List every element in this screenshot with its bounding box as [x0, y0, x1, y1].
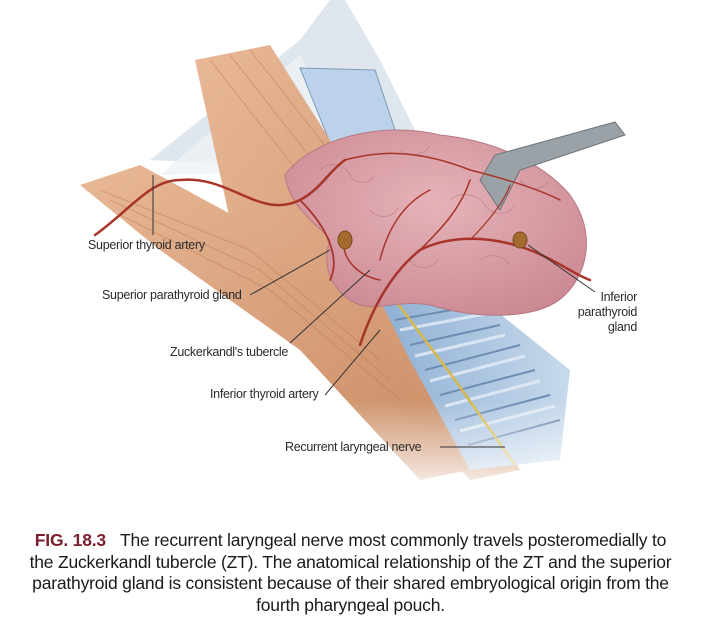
caption-line-4: fourth pharyngeal pouch.: [256, 594, 445, 615]
label-superior-parathyroid-gland: Superior parathyroid gland: [102, 288, 242, 302]
caption-line-3: parathyroid gland is consistent because …: [32, 573, 669, 593]
label-inferior-parathyroid-gland: Inferior parathyroid gland: [575, 290, 638, 335]
label-line: Inferior: [600, 290, 637, 304]
caption-line-1: FIG. 18.3 The recurrent laryngeal nerve …: [0, 530, 701, 552]
label-inferior-thyroid-artery: Inferior thyroid artery: [210, 387, 319, 401]
label-line: gland: [607, 320, 637, 334]
anatomical-illustration: Superior thyroid artery Superior parathy…: [0, 0, 701, 500]
label-recurrent-laryngeal-nerve: Recurrent laryngeal nerve: [285, 440, 422, 454]
leader-lines: [152, 175, 596, 448]
thyroid-anatomy-drawing: [0, 0, 701, 500]
label-zuckerkandl-tubercle: Zuckerkandl's tubercle: [170, 345, 289, 359]
caption-line-2: the Zuckerkandl tubercle (ZT). The anato…: [29, 551, 672, 572]
figure-caption: FIG. 18.3 The recurrent laryngeal nerve …: [0, 530, 701, 616]
label-line: parathyroid: [577, 305, 638, 319]
figure-number: FIG. 18.3: [34, 530, 106, 550]
caption-text: The recurrent laryngeal nerve most commo…: [119, 530, 667, 550]
label-superior-thyroid-artery: Superior thyroid artery: [88, 238, 205, 252]
